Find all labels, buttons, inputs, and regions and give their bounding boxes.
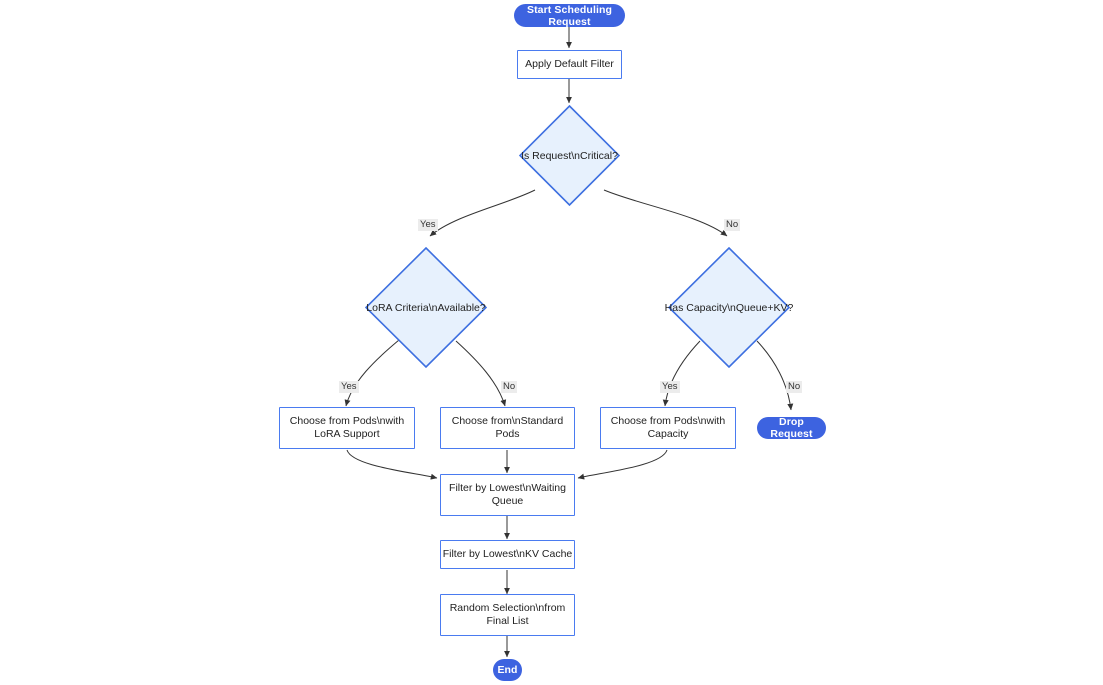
node-lora-criteria-available[interactable]: LoRA Criteria\nAvailable?	[365, 247, 487, 368]
node-label: Is Request\nCritical?	[521, 149, 618, 162]
diamond-shape-icon	[519, 105, 620, 206]
node-label-line2: Pods	[495, 428, 520, 440]
node-choose-pods-capacity[interactable]: Choose from Pods\nwith Capacity	[600, 407, 736, 449]
edge-label-lora-no: No	[501, 381, 518, 393]
diamond-shape-icon	[365, 247, 487, 368]
node-label-line1: Random Selection\nfrom	[449, 602, 566, 614]
node-label-line1: Choose from\nStandard	[451, 415, 564, 427]
edge-choose-lora-to-filter-queue	[346, 449, 438, 480]
node-label-line2: Capacity	[647, 428, 689, 440]
node-is-request-critical[interactable]: Is Request\nCritical?	[519, 105, 620, 206]
node-label: LoRA Criteria\nAvailable?	[366, 301, 486, 314]
node-start[interactable]: Start Scheduling Request	[514, 4, 625, 28]
edge-label-critical-yes: Yes	[418, 219, 438, 231]
node-drop-request[interactable]: Drop Request	[757, 416, 826, 440]
edge-critical-no-to-capacity	[603, 189, 728, 237]
edge-label-lora-yes: Yes	[339, 381, 359, 393]
node-apply-default-filter[interactable]: Apply Default Filter	[517, 50, 622, 79]
edge-label-capacity-no: No	[786, 381, 803, 393]
edge-choose-capacity-to-filter-queue	[577, 449, 668, 480]
node-label-line2: Queue	[491, 495, 524, 507]
diamond-shape-icon	[668, 247, 790, 368]
node-label-line1: Choose from Pods\nwith	[289, 415, 405, 427]
edge-label-critical-no: No	[724, 219, 741, 231]
node-choose-standard-pods[interactable]: Choose from\nStandard Pods	[440, 407, 575, 449]
node-end[interactable]: End	[493, 659, 522, 681]
node-choose-pods-lora-support[interactable]: Choose from Pods\nwith LoRA Support	[279, 407, 415, 449]
node-filter-lowest-waiting-queue[interactable]: Filter by Lowest\nWaiting Queue	[440, 474, 575, 516]
node-has-capacity-queue-kv[interactable]: Has Capacity\nQueue+KV?	[665, 247, 793, 368]
node-label-line2: LoRA Support	[314, 428, 380, 440]
node-label-line2: Final List	[486, 615, 529, 627]
node-label-line1: Choose from Pods\nwith	[610, 415, 726, 427]
edge-label-capacity-yes: Yes	[660, 381, 680, 393]
node-random-selection-final-list[interactable]: Random Selection\nfrom Final List	[440, 594, 575, 636]
node-label-line1: Filter by Lowest\nWaiting	[449, 482, 566, 494]
node-filter-lowest-kv-cache[interactable]: Filter by Lowest\nKV Cache	[440, 540, 575, 569]
node-label: Has Capacity\nQueue+KV?	[664, 301, 794, 314]
